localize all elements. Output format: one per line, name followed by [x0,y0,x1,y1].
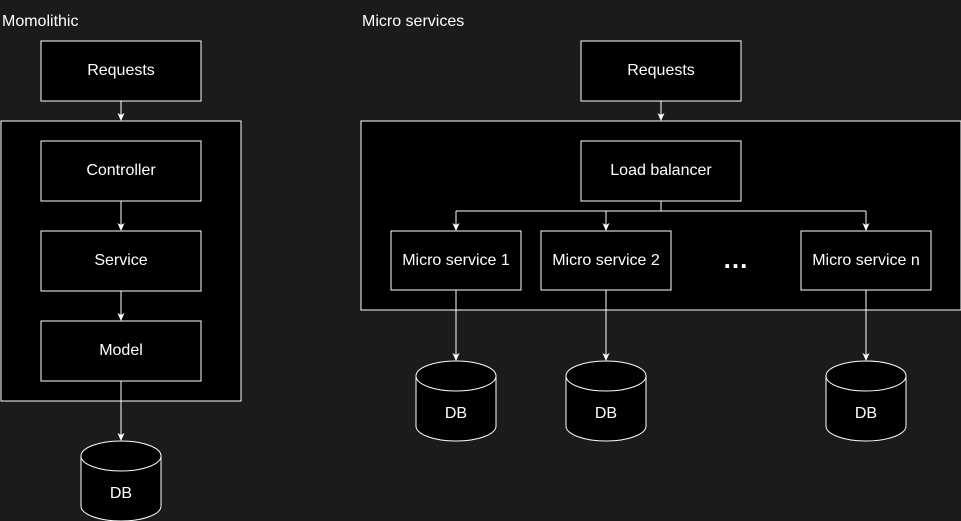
db-1-cylinder: DB [415,360,497,442]
micro-service-1-box: Micro service 1 [390,230,522,291]
db-n-label: DB [855,405,877,422]
micro-service-n-label: Micro service n [812,252,920,269]
more-services-ellipsis: ... [724,244,749,274]
mono-requests-box: Requests [40,40,202,102]
load-balancer-box: Load balancer [580,140,742,202]
controller-label: Controller [86,162,156,179]
micro-service-2-box: Micro service 2 [540,230,672,291]
db-2-cylinder: DB [565,360,647,442]
db-1-label: DB [445,405,467,422]
microservices-title: Micro services [362,13,464,30]
micro-service-1-label: Micro service 1 [402,252,510,269]
controller-box: Controller [40,140,202,202]
mono-requests-label: Requests [87,62,155,79]
micro-service-2-label: Micro service 2 [552,252,660,269]
ms-requests-box: Requests [580,40,742,102]
mono-db-cylinder: DB [80,440,162,521]
db-n-cylinder: DB [825,360,907,442]
monolithic-title: Momolithic [2,13,78,30]
model-box: Model [40,320,202,382]
service-label: Service [94,252,147,269]
mono-db-label: DB [110,485,132,502]
db-2-label: DB [595,405,617,422]
model-label: Model [99,342,143,359]
service-box: Service [40,230,202,292]
load-balancer-label: Load balancer [610,162,712,179]
micro-service-n-box: Micro service n [800,230,932,291]
ms-requests-label: Requests [627,62,695,79]
